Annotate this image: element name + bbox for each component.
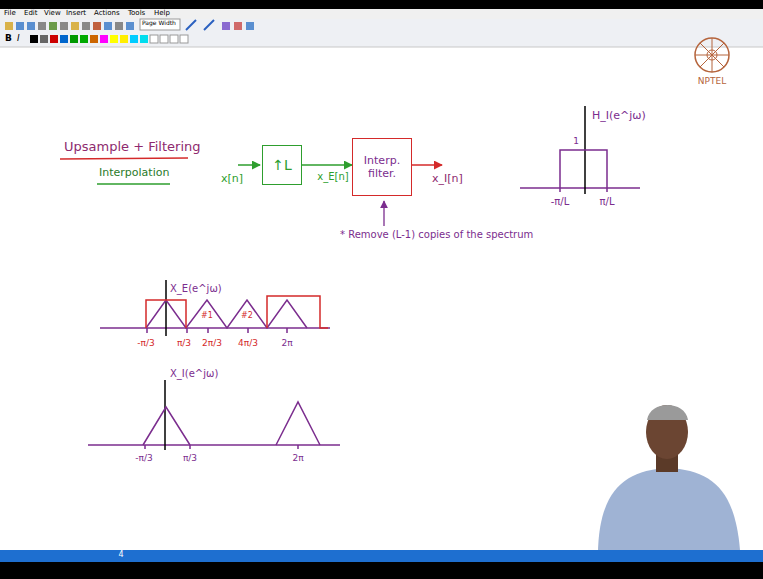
tick-label: 2π — [292, 453, 303, 463]
signal-name: x_I[n] — [432, 173, 463, 186]
note: * Remove (L-1) copies of the spectrum — [340, 229, 533, 241]
menu-item: Tools — [128, 9, 145, 17]
note-arrow — [383, 201, 384, 226]
tick-label: -π/L — [551, 196, 570, 208]
page-title: Upsample + Filtering — [64, 140, 201, 155]
upsampler-box: ↑L — [262, 145, 302, 185]
lecturer-figure — [598, 405, 740, 550]
menu-bar — [0, 9, 763, 19]
menu-item: View — [44, 9, 61, 17]
toolbar-icons — [5, 19, 254, 43]
copy-number: #2 — [241, 311, 253, 320]
upsampled-spectrum — [100, 280, 330, 336]
toolbar — [0, 19, 763, 47]
tick-label: -π/3 — [137, 338, 154, 348]
menu-item: Actions — [94, 9, 120, 17]
tick-label: 2π — [281, 338, 292, 348]
bottom-bar — [0, 562, 763, 579]
page-subtitle: Interpolation — [99, 167, 169, 180]
tick-label: -π/3 — [135, 453, 152, 463]
edge-label: x_E[n] — [317, 171, 348, 183]
title-underline — [60, 158, 188, 159]
tick-label: π/3 — [183, 453, 197, 463]
italic-button: I — [17, 33, 20, 43]
tick-label: 4π/3 — [238, 338, 258, 348]
amplitude-value: 1 — [573, 136, 579, 146]
toolbar-edge — [0, 47, 763, 48]
axis-title: X_E(e^jω) — [170, 283, 222, 295]
bold-button: B — [5, 33, 12, 43]
interpolated-spectrum — [88, 380, 340, 450]
filter-box: Interp. filter. — [352, 138, 412, 196]
subtitle-underline — [97, 183, 170, 185]
signal-arrow — [302, 164, 352, 166]
box-text: Interp. filter. — [357, 154, 407, 180]
tick-label: π/3 — [177, 338, 191, 348]
axis-title: X_I(e^jω) — [170, 368, 218, 380]
menu-item: File — [4, 9, 16, 17]
page-number: 4 — [118, 550, 123, 559]
signal-name: x[n] — [221, 173, 243, 186]
menu-item: Edit — [24, 9, 38, 17]
status-bar — [0, 550, 763, 562]
output-arrow — [412, 164, 442, 166]
logo-text: NPTEL — [698, 76, 726, 86]
top-bar — [0, 0, 763, 9]
box-text: ↑L — [272, 157, 292, 174]
tick-label: 2π/3 — [202, 338, 222, 348]
axis-title: H_I(e^jω) — [592, 110, 646, 123]
input-arrow — [238, 164, 260, 166]
nptel-logo — [695, 38, 729, 72]
menu-item: Insert — [66, 9, 86, 17]
zoom-dropdown: Page Width — [142, 20, 176, 27]
tick-label: π/L — [600, 196, 615, 208]
menu-item: Help — [154, 9, 170, 17]
copy-number: #1 — [201, 311, 213, 320]
